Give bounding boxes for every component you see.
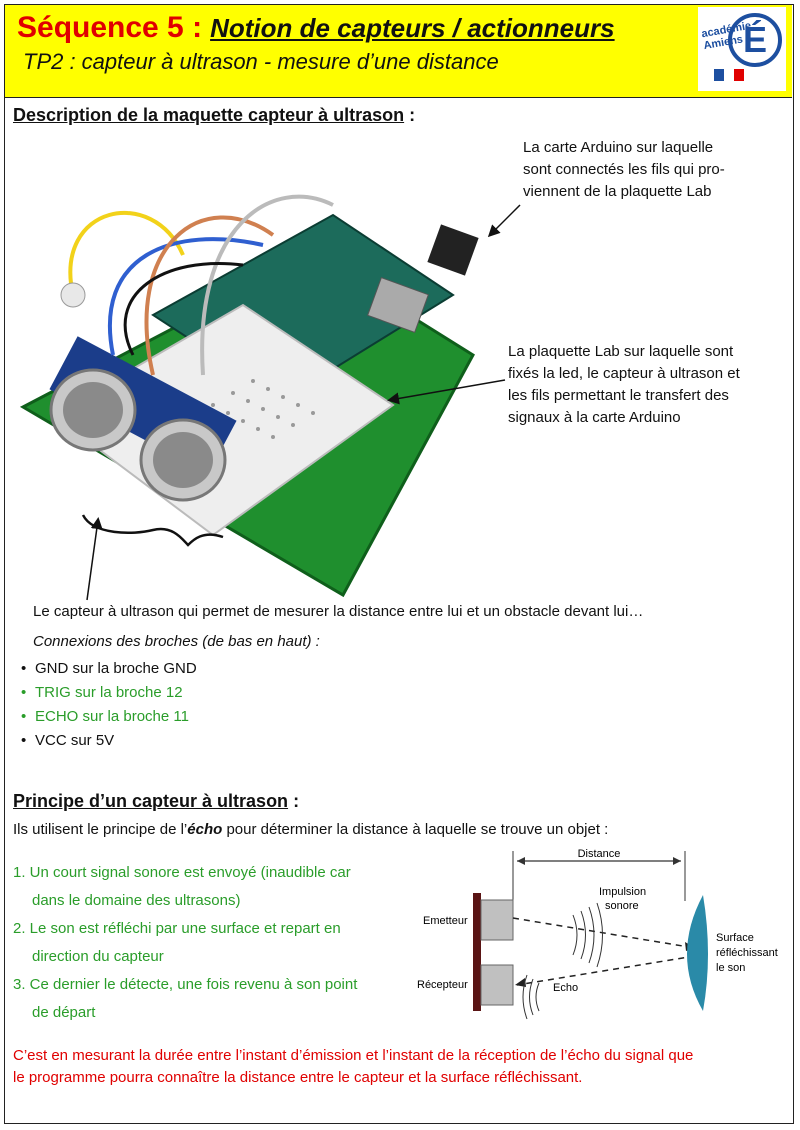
sonore-label: sonore — [605, 900, 639, 912]
connections-list: GND sur la broche GND TRIG sur la broche… — [21, 657, 197, 753]
impulsion-label: Impulsion — [599, 886, 646, 898]
surface-label-2: réfléchissant — [716, 947, 778, 959]
reflecting-surface — [687, 895, 708, 1011]
echo-waves — [522, 974, 540, 1020]
sensor-caption: Le capteur à ultrason qui permet de mesu… — [33, 603, 644, 620]
academie-logo: académie Amiens É — [698, 7, 786, 91]
lab-caption: La plaquette Lab sur laquelle sont fixés… — [508, 343, 740, 426]
tp-subtitle: TP2 : capteur à ultrason - mesure d’une … — [23, 49, 499, 74]
recepteur-label: Récepteur — [417, 979, 468, 991]
flag-icon — [714, 69, 744, 81]
header-banner: Séquence 5 :Notion de capteurs / actionn… — [5, 5, 792, 98]
receiver-box — [480, 964, 514, 1006]
list-item: VCC sur 5V — [21, 729, 197, 753]
conclusion: C’est en mesurant la durée entre l’insta… — [13, 1047, 694, 1086]
step-1: 1. Un court signal sonore est envoyé (in… — [13, 864, 351, 909]
emetteur-label: Emetteur — [423, 915, 468, 927]
led-icon — [60, 282, 86, 308]
sensor-mount — [473, 893, 481, 1011]
yellow-wire — [68, 210, 185, 296]
arrow-arduino — [487, 204, 521, 238]
impulse-waves — [572, 902, 603, 968]
brace — [81, 514, 224, 547]
mesh-left — [63, 382, 123, 438]
list-item: TRIG sur la broche 12 — [21, 681, 197, 705]
list-item: ECHO sur la broche 11 — [21, 705, 197, 729]
principle-intro: Ils utilisent le principe de l’écho pour… — [13, 821, 609, 838]
black-wire — [123, 262, 244, 356]
step-2: 2. Le son est réfléchi par une surface e… — [13, 920, 341, 965]
page-frame: Séquence 5 :Notion de capteurs / actionn… — [4, 4, 794, 1124]
step-3: 3. Ce dernier le détecte, une fois reven… — [13, 976, 358, 1021]
echo-diagram: Distance Emetteur Récepteur Impulsion so… — [417, 848, 778, 1020]
arduino-caption: La carte Arduino sur laquelle sont conne… — [523, 139, 725, 200]
list-item: GND sur la broche GND — [21, 657, 197, 681]
power-jack — [427, 224, 479, 276]
breadboard-holes — [211, 379, 315, 439]
emitter-box — [480, 899, 514, 941]
distance-label: Distance — [578, 848, 621, 860]
grey-wire — [200, 194, 334, 376]
principle-steps: 1. Un court signal sonore est envoyé (in… — [13, 859, 413, 1027]
surface-label-1: Surface — [716, 932, 754, 944]
section-principle-title: Principe d’un capteur à ultrason : — [13, 791, 300, 811]
notion-title: Notion de capteurs / actionneurs — [210, 13, 615, 43]
logo-letter: É — [728, 13, 782, 67]
mesh-right — [153, 432, 213, 488]
arduino-photo — [19, 194, 479, 598]
surface-label-3: le son — [716, 962, 745, 974]
echo-label: Echo — [553, 982, 578, 994]
sequence-title: Séquence 5 :Notion de capteurs / actionn… — [17, 11, 615, 44]
connections-title: Connexions des broches (de bas en haut) … — [33, 633, 320, 650]
section-description-title: Description de la maquette capteur à ult… — [13, 105, 416, 125]
usb-port — [367, 277, 429, 333]
